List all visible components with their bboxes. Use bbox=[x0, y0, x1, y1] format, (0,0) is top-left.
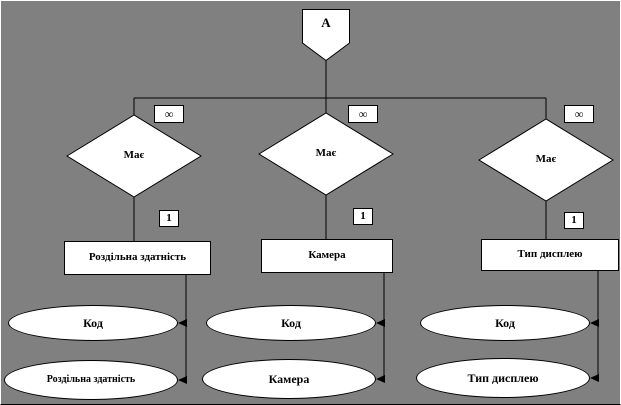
cardinality-one-badge: 1 bbox=[159, 210, 179, 227]
connector-a-label: А bbox=[321, 15, 331, 30]
entity-label: Роздільна здатність bbox=[88, 251, 187, 264]
attribute-label: Код bbox=[495, 315, 515, 330]
attribute-ellipse: Код bbox=[206, 305, 376, 341]
cardinality-one-label: 1 bbox=[360, 209, 366, 222]
entity-label: Камера bbox=[308, 249, 346, 262]
attribute-ellipse: Тип дисплею bbox=[416, 358, 590, 398]
arrowhead bbox=[590, 319, 599, 327]
relation-diamond: Має bbox=[258, 112, 394, 196]
arrowhead bbox=[178, 376, 187, 384]
entity-box: Роздільна здатність bbox=[64, 241, 211, 275]
entity-box: Тип дисплею bbox=[481, 239, 619, 271]
attribute-label: Тип дисплею bbox=[467, 370, 539, 385]
arrowhead bbox=[376, 319, 385, 327]
cardinality-one-badge: 1 bbox=[564, 212, 584, 229]
relation-label: Має bbox=[123, 149, 145, 162]
relation-diamond: Має bbox=[66, 114, 202, 198]
arrowhead bbox=[376, 375, 385, 383]
relation-label: Має bbox=[315, 147, 337, 160]
attribute-label: Камера bbox=[268, 371, 310, 386]
cardinality-infinity-badge: ∞ bbox=[154, 105, 184, 123]
attribute-label: Роздільна здатність bbox=[46, 373, 136, 385]
cardinality-infinity-label: ∞ bbox=[164, 106, 174, 121]
connector-a-shape: А bbox=[302, 9, 350, 62]
cardinality-infinity-label: ∞ bbox=[358, 106, 368, 121]
attribute-ellipse: Код bbox=[8, 305, 178, 341]
relation-diamond: Має bbox=[478, 118, 614, 202]
cardinality-infinity-badge: ∞ bbox=[348, 105, 378, 123]
cardinality-one-label: 1 bbox=[166, 211, 172, 224]
attribute-ellipse: Камера bbox=[202, 359, 376, 399]
relation-label: Має bbox=[535, 153, 557, 166]
entity-label: Тип дисплею bbox=[517, 248, 583, 261]
pentagon-shape bbox=[302, 9, 350, 62]
cardinality-infinity-label: ∞ bbox=[574, 106, 584, 121]
cardinality-one-label: 1 bbox=[571, 213, 577, 226]
entity-box: Камера bbox=[261, 239, 393, 273]
cardinality-infinity-badge: ∞ bbox=[564, 105, 594, 123]
attribute-ellipse: Роздільна здатність bbox=[4, 360, 178, 400]
attribute-label: Код bbox=[281, 315, 301, 330]
attribute-label: Код bbox=[83, 315, 103, 330]
attribute-ellipse: Код bbox=[420, 305, 590, 341]
cardinality-one-badge: 1 bbox=[353, 208, 373, 225]
arrowhead bbox=[590, 374, 599, 382]
arrowhead bbox=[178, 319, 187, 327]
